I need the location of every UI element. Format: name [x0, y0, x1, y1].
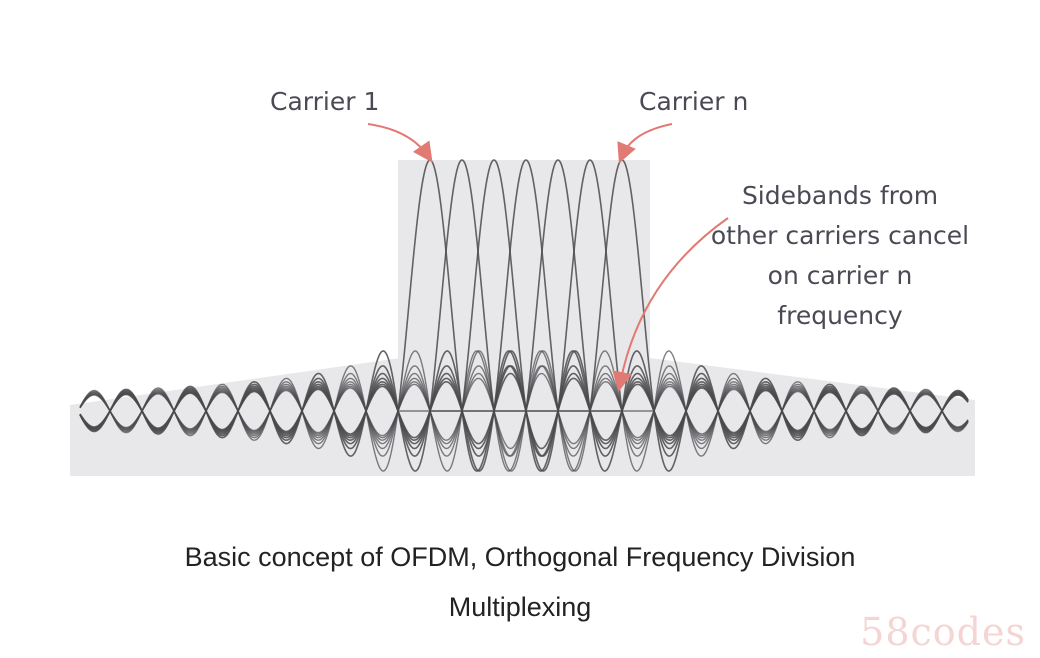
sidebands-annotation-line: Sidebands from: [741, 181, 939, 210]
caption-line: Multiplexing: [448, 592, 592, 622]
carrier-n-label: Carrier n: [639, 87, 749, 116]
subcarrier-sideband-trace: [79, 350, 969, 472]
subcarrier-waveform: [79, 159, 969, 472]
sidebands-annotation: Sidebands from other carriers cancel on …: [690, 176, 990, 336]
sidebands-annotation-line: frequency: [777, 301, 903, 330]
carrier-n-arrow: [617, 123, 673, 164]
ofdm-spectrum-figure: [70, 123, 975, 476]
carrier-1-label: Carrier 1: [270, 87, 380, 116]
subcarrier-waveforms: [79, 159, 969, 472]
sidebands-arrow: [612, 217, 729, 392]
sideband-region: [70, 358, 975, 476]
sidebands-annotation-line: other carriers cancel: [710, 221, 970, 250]
watermark: 58codes: [860, 610, 1026, 654]
spectrum-background: [70, 160, 975, 476]
sidebands-annotation-line: on carrier n: [767, 261, 913, 290]
figure-caption: Basic concept of OFDM, Orthogonal Freque…: [0, 532, 1040, 632]
annotation-arrows: [367, 123, 729, 392]
carrier-1-arrow: [367, 123, 433, 163]
caption-line: Basic concept of OFDM, Orthogonal Freque…: [184, 542, 856, 572]
